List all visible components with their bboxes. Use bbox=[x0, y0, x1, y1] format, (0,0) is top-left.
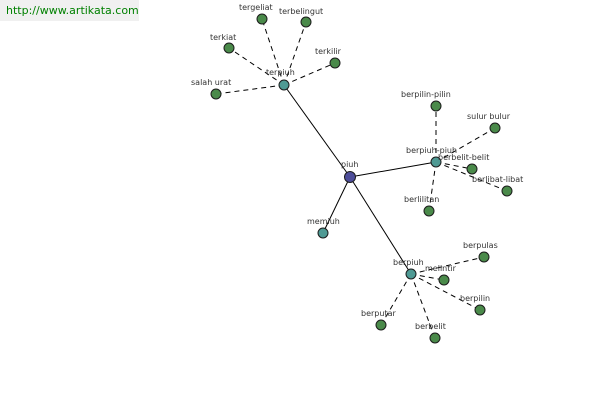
node-terpiuh[interactable] bbox=[278, 79, 290, 91]
node-label-berputar[interactable]: berputar bbox=[361, 309, 396, 318]
node-berpulas[interactable] bbox=[478, 251, 490, 263]
node-berpilin[interactable] bbox=[474, 304, 486, 316]
graph-labels: piuh terpiuh berpiuh-piuh berpiuh memiuh terg… bbox=[191, 3, 523, 331]
node-label-sulur-bulur[interactable]: sulur bulur bbox=[467, 112, 511, 121]
node-label-berpilin-pilin[interactable]: berpilin-pilin bbox=[401, 90, 451, 99]
node-berpiuh-piuh[interactable] bbox=[430, 156, 442, 168]
edge-terpiuh-tergeliat bbox=[261, 18, 285, 86]
node-berlibat-libat[interactable] bbox=[501, 185, 513, 197]
node-label-berbelit-belit[interactable]: berbelit-belit bbox=[438, 153, 489, 162]
node-label-berpilin[interactable]: berpilin bbox=[460, 294, 490, 303]
edge-berpiuh-piuh-berbelit-belit bbox=[435, 161, 473, 170]
edge-terpiuh-salah-urat bbox=[215, 84, 285, 95]
node-berbelit-belit[interactable] bbox=[466, 163, 478, 175]
node-label-salah-urat[interactable]: salah urat bbox=[191, 78, 231, 87]
edge-berpiuh-berputar bbox=[380, 273, 412, 326]
edge-piuh-memiuh bbox=[322, 176, 351, 234]
node-label-berbelit[interactable]: berbelit bbox=[415, 322, 446, 331]
node-terbelingut[interactable] bbox=[300, 16, 312, 28]
node-label-terpiuh[interactable]: terpiuh bbox=[266, 68, 295, 77]
node-berputar[interactable] bbox=[375, 319, 387, 331]
node-label-berlilitan[interactable]: berlilitan bbox=[404, 195, 439, 204]
node-label-tergeliat[interactable]: tergeliat bbox=[239, 3, 273, 12]
node-label-melintir[interactable]: melintir bbox=[425, 264, 457, 273]
node-terkilir[interactable] bbox=[329, 57, 341, 69]
node-label-berpiuh-piuh[interactable]: berpiuh-piuh bbox=[406, 146, 457, 155]
node-berpiuh[interactable] bbox=[405, 268, 417, 280]
node-label-memiuh[interactable]: memiuh bbox=[307, 217, 340, 226]
graph-edges bbox=[215, 18, 508, 339]
edge-terpiuh-terkiat bbox=[228, 47, 285, 86]
node-label-piuh[interactable]: piuh bbox=[341, 160, 358, 169]
edge-berpiuh-melintir bbox=[410, 273, 445, 281]
node-terkiat[interactable] bbox=[223, 42, 235, 54]
node-tergeliat[interactable] bbox=[256, 13, 268, 25]
edge-terpiuh-terkilir bbox=[283, 62, 336, 86]
graph-nodes bbox=[210, 13, 513, 344]
node-berpilin-pilin[interactable] bbox=[430, 100, 442, 112]
node-memiuh[interactable] bbox=[317, 227, 329, 239]
node-melintir[interactable] bbox=[438, 274, 450, 286]
node-label-terkiat[interactable]: terkiat bbox=[210, 33, 236, 42]
edge-berpiuh-berbelit bbox=[410, 273, 436, 339]
source-url[interactable]: http://www.artikata.com bbox=[0, 0, 139, 21]
node-berbelit[interactable] bbox=[429, 332, 441, 344]
node-label-terbelingut[interactable]: terbelingut bbox=[279, 7, 323, 16]
node-label-berlibat-libat[interactable]: berlibat-libat bbox=[472, 175, 523, 184]
edge-berpiuh-berpulas bbox=[410, 256, 485, 275]
edge-berpiuh-piuh-berlibat-libat bbox=[435, 161, 508, 192]
edge-piuh-berpiuh-piuh bbox=[349, 161, 437, 178]
node-sulur-bulur[interactable] bbox=[489, 122, 501, 134]
edge-berpiuh-piuh-sulur-bulur bbox=[435, 127, 496, 163]
node-berlilitan[interactable] bbox=[423, 205, 435, 217]
node-label-terkilir[interactable]: terkilir bbox=[315, 47, 342, 56]
node-salah-urat[interactable] bbox=[210, 88, 222, 100]
node-piuh[interactable] bbox=[344, 171, 356, 183]
edge-piuh-berpiuh bbox=[349, 176, 412, 275]
edge-terpiuh-terbelingut bbox=[283, 21, 307, 86]
edge-berpiuh-berpilin bbox=[410, 273, 481, 311]
edge-piuh-terpiuh bbox=[283, 84, 351, 178]
node-label-berpulas[interactable]: berpulas bbox=[463, 241, 498, 250]
node-label-berpiuh[interactable]: berpiuh bbox=[393, 258, 424, 267]
